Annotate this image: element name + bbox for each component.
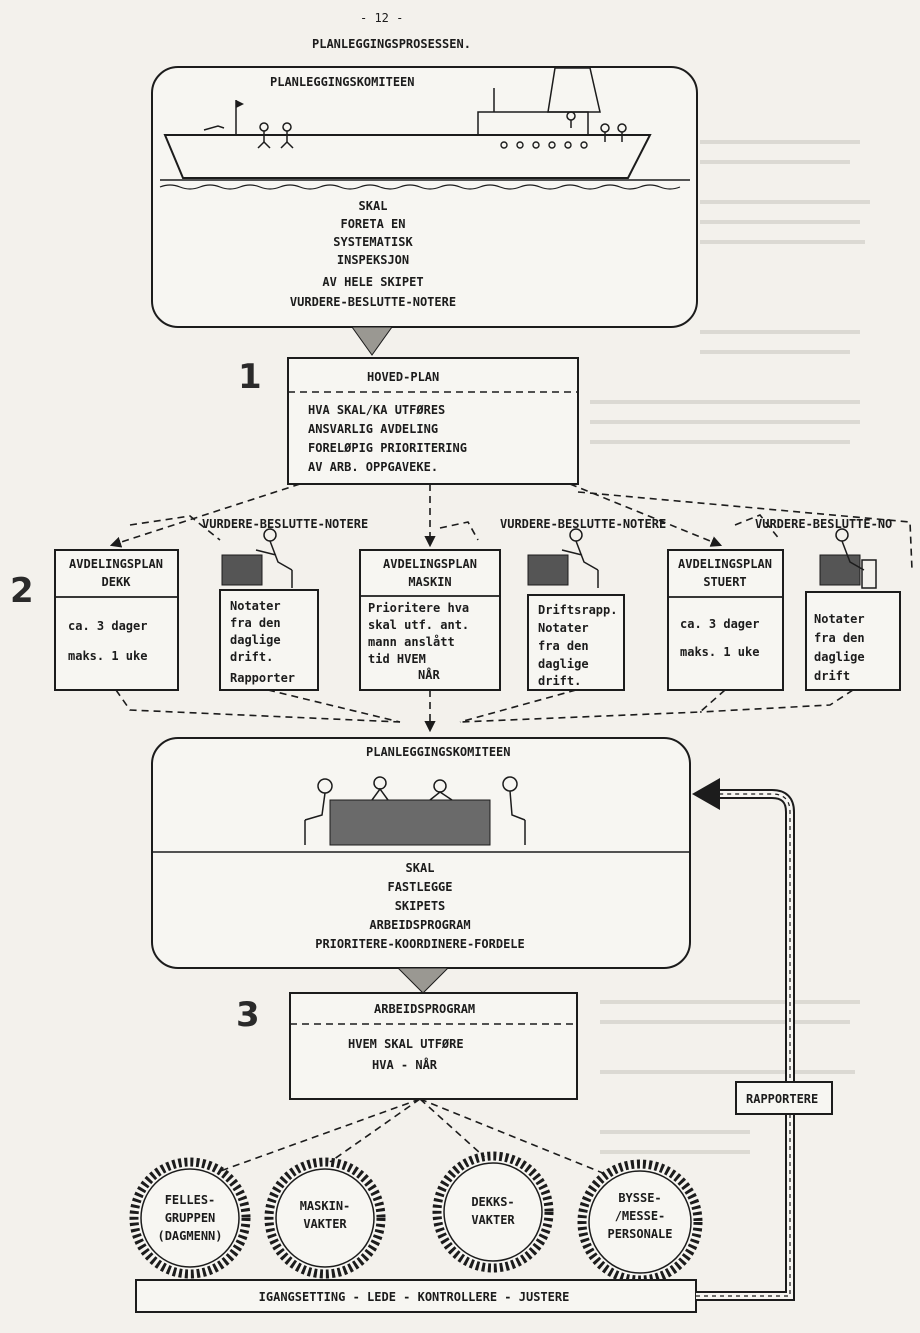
- committee-bottom-line-1: SKAL: [406, 861, 435, 875]
- group-bysse-line-1: BYSSE-: [618, 1191, 661, 1205]
- dept-plan-maskin-title-2: MASKIN: [408, 575, 451, 589]
- notes-3-line-4: drift: [814, 669, 850, 683]
- committee-top-line-1: SKAL: [359, 199, 388, 213]
- ship-illustration: [159, 67, 690, 190]
- desk-figures-icons: [129, 514, 877, 589]
- committee-top-line-5: AV HELE SKIPET: [322, 275, 423, 289]
- notes-box-3: Notater fra den daglige drift: [805, 591, 901, 691]
- feedback-arrow-icon: [692, 778, 720, 810]
- group-felles-line-3: (DAGMENN): [157, 1229, 222, 1243]
- execution-bar: IGANGSETTING - LEDE - KONTROLLERE - JUST…: [135, 1279, 697, 1313]
- dept-plan-maskin-line-3: mann anslått: [368, 635, 455, 649]
- committee-program-box: PLANLEGGINGSKOMITEEN SKAL FASTLEGGE SKIP…: [151, 737, 691, 969]
- notes-3-line-3: daglige: [814, 650, 865, 664]
- group-dekks: DEKKS- VAKTER: [432, 1151, 554, 1273]
- notes-1-line-1: Notater: [230, 599, 281, 613]
- notes-3-line-1: Notater: [814, 612, 865, 626]
- report-label: RAPPORTERE: [746, 1092, 818, 1106]
- committee-bottom-label: PLANLEGGINGSKOMITEEN: [366, 745, 511, 759]
- step-number-1: 1: [238, 357, 262, 397]
- main-plan-line-3: FORELØPIG PRIORITERING: [308, 441, 467, 455]
- notes-3-line-2: fra den: [814, 631, 865, 645]
- dept-plan-maskin-line-1: Prioritere hva: [368, 601, 469, 615]
- group-felles: FELLES- GRUPPEN (DAGMENN): [129, 1157, 251, 1279]
- main-plan-line-4: AV ARB. OPPGAVEKE.: [308, 460, 438, 474]
- committee-bottom-line-2: FASTLEGGE: [387, 880, 452, 894]
- committee-top-line-2: FORETA EN: [340, 217, 405, 231]
- notes-1-line-5: Rapporter: [230, 671, 295, 685]
- main-plan-box: HOVED-PLAN HVA SKAL/KA UTFØRES ANSVARLIG…: [287, 357, 579, 485]
- arrow-down-1: [351, 326, 393, 356]
- committee-top-label: PLANLEGGINGSKOMITEEN: [270, 75, 415, 89]
- committee-inspection-box: PLANLEGGINGSKOMITEEN SKAL: [151, 66, 698, 328]
- main-plan-line-1: HVA SKAL/KA UTFØRES: [308, 403, 445, 417]
- step-number-2: 2: [10, 571, 34, 611]
- vurdere-label-1: VURDERE-BESLUTTE-NOTERE: [202, 517, 368, 531]
- dept-plan-dekk-title-1: AVDELINGSPLAN: [69, 557, 163, 571]
- converging-dashed-lines: [115, 689, 854, 733]
- committee-bottom-line-5: PRIORITERE-KOORDINERE-FORDELE: [315, 937, 525, 951]
- notes-1-line-4: drift.: [230, 650, 273, 664]
- notes-box-2: Driftsrapp. Notater fra den daglige drif…: [527, 594, 625, 691]
- main-plan-title: HOVED-PLAN: [367, 370, 439, 384]
- background-text-texture: [590, 140, 870, 1154]
- arrow-down-3: [396, 967, 450, 994]
- main-plan-line-2: ANSVARLIG AVDELING: [308, 422, 438, 436]
- committee-bottom-line-4: ARBEIDSPROGRAM: [369, 918, 470, 932]
- dept-plan-dekk-title-2: DEKK: [102, 575, 132, 589]
- notes-2-line-2: Notater: [538, 621, 589, 635]
- report-feedback-loop: RAPPORTERE: [692, 778, 833, 1301]
- work-program-line-2: HVA - NÅR: [372, 1057, 438, 1072]
- dept-plan-maskin-line-5: NÅR: [418, 667, 440, 682]
- meeting-table-icon: [304, 776, 526, 846]
- dept-plan-dekk-line-2: maks. 1 uke: [68, 649, 147, 663]
- group-maskin: MASKIN- VAKTER: [264, 1157, 386, 1279]
- page-number: - 12 -: [360, 11, 403, 25]
- group-maskin-line-2: VAKTER: [303, 1217, 347, 1231]
- notes-1-line-2: fra den: [230, 616, 281, 630]
- committee-top-line-6: VURDERE-BESLUTTE-NOTERE: [290, 295, 456, 309]
- work-program-box: ARBEIDSPROGRAM HVEM SKAL UTFØRE HVA - NÅ…: [289, 992, 578, 1100]
- dept-plan-maskin-line-4: tid HVEM: [368, 652, 426, 666]
- page-title: PLANLEGGINGSPROSESSEN.: [312, 37, 471, 51]
- dept-plan-stuert-line-1: ca. 3 dager: [680, 617, 759, 631]
- group-dekks-line-2: VAKTER: [471, 1213, 515, 1227]
- notes-2-line-3: fra den: [538, 639, 589, 653]
- group-felles-line-1: FELLES-: [165, 1193, 216, 1207]
- distribution-dashed-lines: [109, 483, 913, 571]
- committee-top-line-3: SYSTEMATISK: [333, 235, 413, 249]
- notes-box-1: Notater fra den daglige drift. Rapporter: [219, 589, 319, 691]
- group-maskin-line-1: MASKIN-: [300, 1199, 351, 1213]
- execution-bar-label: IGANGSETTING - LEDE - KONTROLLERE - JUST…: [259, 1290, 570, 1304]
- group-bysse-line-2: /MESSE-: [615, 1209, 666, 1223]
- notes-1-line-3: daglige: [230, 633, 281, 647]
- group-felles-line-2: GRUPPEN: [165, 1211, 216, 1225]
- notes-2-line-4: daglige: [538, 657, 589, 671]
- vurdere-label-2: VURDERE-BESLUTTE-NOTERE: [500, 517, 666, 531]
- dept-plan-dekk: AVDELINGSPLAN DEKK ca. 3 dager maks. 1 u…: [54, 549, 179, 691]
- committee-top-line-4: INSPEKSJON: [337, 253, 409, 267]
- dept-plan-stuert: AVDELINGSPLAN STUERT ca. 3 dager maks. 1…: [667, 549, 784, 691]
- work-program-line-1: HVEM SKAL UTFØRE: [348, 1037, 464, 1051]
- dept-plan-stuert-line-2: maks. 1 uke: [680, 645, 759, 659]
- dept-plan-stuert-title-2: STUERT: [703, 575, 746, 589]
- fan-out-dashed-lines: [189, 1098, 626, 1183]
- notes-2-line-1: Driftsrapp.: [538, 603, 617, 617]
- group-bysse-line-3: PERSONALE: [607, 1227, 672, 1241]
- step-number-3: 3: [236, 995, 260, 1035]
- committee-bottom-line-3: SKIPETS: [395, 899, 446, 913]
- notes-2-line-5: drift.: [538, 674, 581, 688]
- work-program-title: ARBEIDSPROGRAM: [374, 1002, 475, 1016]
- vurdere-label-3: VURDERE-BESLUTTE-NO: [755, 517, 892, 531]
- dept-plan-maskin-line-2: skal utf. ant.: [368, 618, 469, 632]
- dept-plan-stuert-title-1: AVDELINGSPLAN: [678, 557, 772, 571]
- dept-plan-maskin: AVDELINGSPLAN MASKIN Prioritere hva skal…: [359, 549, 501, 691]
- crew-figures-icon: [203, 111, 627, 149]
- dept-plan-dekk-line-1: ca. 3 dager: [68, 619, 147, 633]
- dept-plan-maskin-title-1: AVDELINGSPLAN: [383, 557, 477, 571]
- group-bysse: BYSSE- /MESSE- PERSONALE: [577, 1159, 703, 1285]
- group-dekks-line-1: DEKKS-: [471, 1195, 514, 1209]
